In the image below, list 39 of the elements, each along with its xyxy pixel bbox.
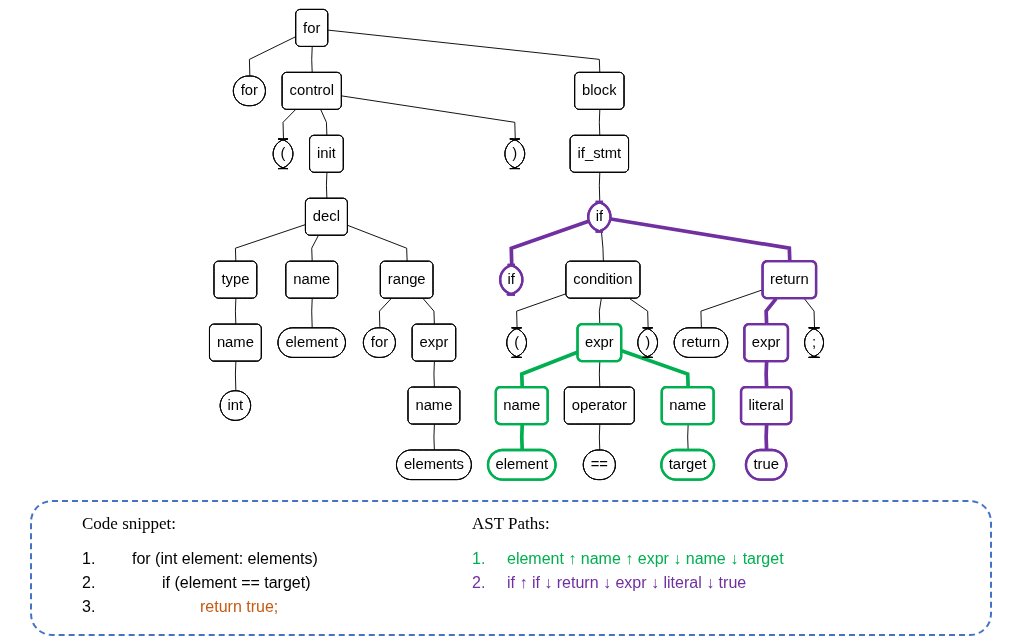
- connector: [629, 298, 649, 329]
- connector: [378, 298, 392, 329]
- connector: [433, 424, 435, 451]
- panel-heading: Code snippet:: [82, 514, 176, 534]
- connector: [325, 172, 328, 200]
- connector: [598, 109, 601, 137]
- code-line: if ↑ if ↓ return ↓ expr ↓ literal ↓ true: [507, 574, 747, 592]
- connector: [234, 361, 237, 392]
- connector: [621, 349, 690, 388]
- connector: [433, 361, 435, 388]
- connector: [320, 109, 328, 137]
- code-line: return true;: [200, 598, 279, 616]
- connector: [601, 231, 604, 263]
- connector: [234, 224, 307, 263]
- code-line: if (element == target): [162, 574, 311, 592]
- code-line: for (int element: elements): [132, 550, 318, 568]
- line-number: 1.: [82, 550, 96, 568]
- connector: [803, 298, 815, 329]
- connector: [327, 29, 601, 74]
- connector: [610, 217, 792, 262]
- line-number: 1.: [472, 550, 486, 568]
- connector: [311, 298, 313, 329]
- connector: [248, 36, 297, 77]
- connector: [422, 298, 435, 326]
- connector: [311, 235, 319, 263]
- connector: [282, 109, 296, 140]
- connector: [341, 95, 516, 140]
- connector: [598, 361, 601, 388]
- line-number: 3.: [82, 598, 96, 616]
- code-line: element ↑ name ↑ expr ↓ name ↓ target: [507, 550, 784, 568]
- connector: [764, 361, 769, 388]
- connector: [347, 224, 408, 263]
- connector: [311, 46, 313, 74]
- panel-heading: AST Paths:: [472, 514, 550, 534]
- line-number: 2.: [472, 574, 486, 592]
- connector: [516, 293, 567, 329]
- line-number: 2.: [82, 574, 96, 592]
- connector: [234, 298, 237, 326]
- connector: [598, 424, 601, 451]
